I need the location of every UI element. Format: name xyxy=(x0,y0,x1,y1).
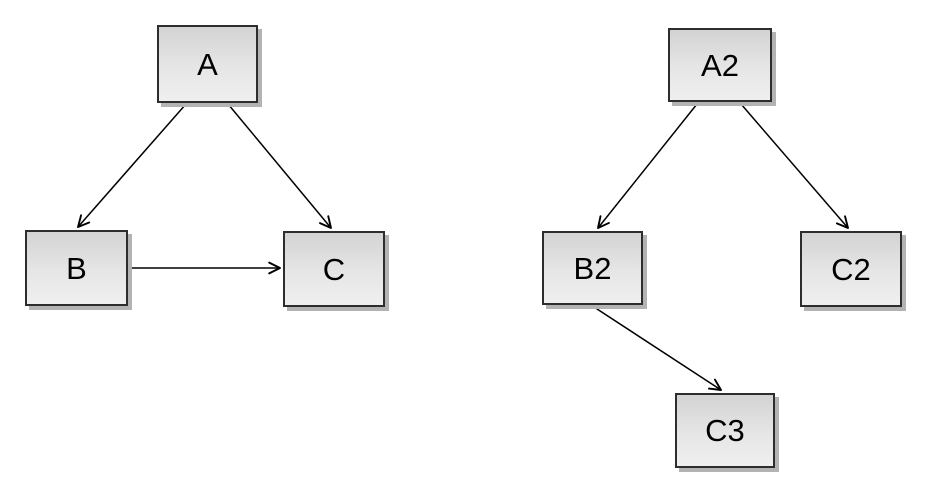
edge-A2-C2 xyxy=(740,103,849,229)
edge-A-C xyxy=(227,103,332,229)
node-C[interactable]: C xyxy=(283,231,385,307)
node-C3-label: C3 xyxy=(705,413,745,448)
node-B-label: B xyxy=(66,250,87,286)
node-B2[interactable]: B2 xyxy=(542,231,643,305)
edge-B2-C3 xyxy=(593,306,722,391)
node-A2[interactable]: A2 xyxy=(668,28,772,102)
edge-A-B xyxy=(77,103,187,228)
node-A-label: A xyxy=(197,46,218,82)
node-C-label: C xyxy=(322,251,346,287)
node-A2-label: A2 xyxy=(701,47,739,83)
node-C2-label: C2 xyxy=(831,251,871,287)
node-B2-label: B2 xyxy=(573,250,612,286)
node-A[interactable]: A xyxy=(157,25,258,103)
node-B[interactable]: B xyxy=(25,230,128,306)
edge-A2-B2 xyxy=(597,103,698,229)
node-C2[interactable]: C2 xyxy=(800,231,902,307)
node-C3[interactable]: C3 xyxy=(675,393,775,468)
